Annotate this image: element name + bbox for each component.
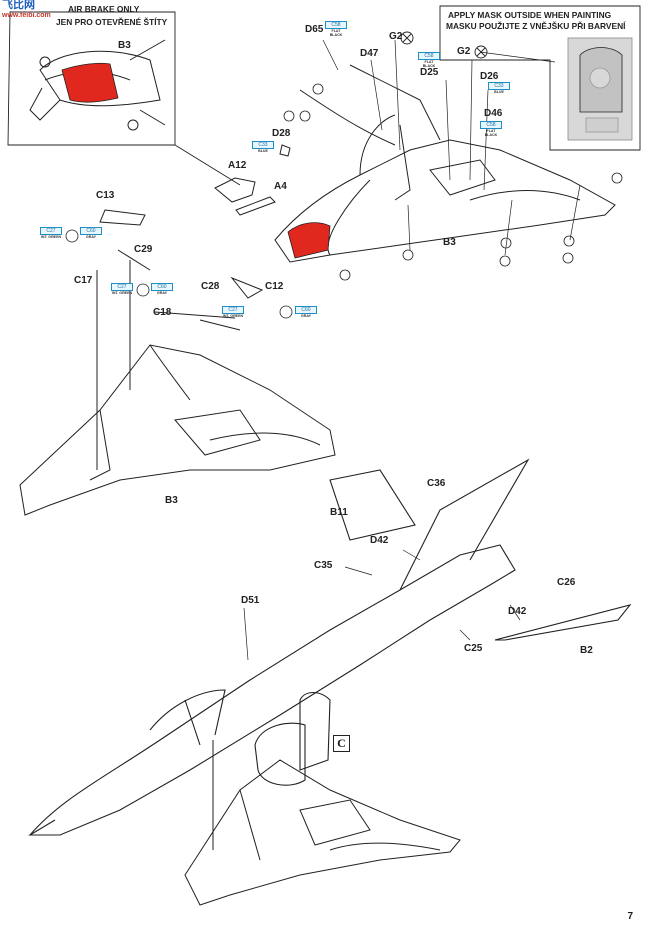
paint-callout: C27 INT. GREEN — [40, 227, 62, 239]
part-label: C26 — [557, 577, 576, 588]
paint-code: C27 — [111, 283, 133, 291]
paint-code: C27 — [40, 227, 62, 235]
inset-pointer-left — [174, 144, 241, 186]
paint-callout: C60 GRAY — [295, 306, 317, 318]
site-watermark-url: www.feibi.com — [2, 12, 51, 19]
part-label: C25 — [464, 643, 483, 654]
part-label: C28 — [201, 281, 220, 292]
paint-name: INT. GREEN — [40, 235, 62, 239]
part-label: B3 — [443, 237, 456, 248]
part-label: D42 — [370, 535, 389, 546]
wing-fuselage-upper — [274, 64, 616, 263]
paint-code: C33 — [252, 141, 274, 149]
part-label: A4 — [274, 181, 287, 192]
mask-note-line2: MASKU POUŽIJTE Z VNĚJŠKU PŘI BARVENÍ — [446, 21, 626, 31]
part-label: C13 — [96, 190, 115, 201]
part-label: C12 — [265, 281, 284, 292]
g2-star-markers — [400, 31, 488, 59]
wing-fuselage-middle — [19, 209, 336, 516]
paint-name: BLUE — [258, 149, 268, 153]
part-label: D46 — [484, 108, 503, 119]
paint-name: GRAY — [85, 235, 97, 239]
inset-airbrake-red — [61, 62, 119, 103]
paint-name: GRAY — [156, 291, 168, 295]
leader-lines — [243, 39, 581, 661]
part-label: C18 — [153, 307, 172, 318]
part-label: B2 — [580, 645, 593, 656]
part-label: D51 — [241, 595, 260, 606]
inset-frame-right — [439, 5, 641, 151]
inset-note-line1: AIR BRAKE ONLY — [68, 4, 140, 14]
paint-code: C60 — [151, 283, 173, 291]
mask-note-line1: APPLY MASK OUTSIDE WHEN PAINTING — [448, 10, 612, 20]
inset-note-line2: JEN PRO OTEVŘENÉ ŠTÍTY — [56, 17, 168, 27]
paint-code: C27 — [222, 306, 244, 314]
glue-symbols — [65, 83, 623, 319]
paint-name: FLAT BLACK — [422, 60, 436, 68]
section-marker: C — [333, 735, 350, 752]
paint-callout: C58 FLAT BLACK — [480, 121, 502, 137]
upper-intake-red — [287, 222, 331, 259]
page-number: 7 — [627, 911, 633, 922]
paint-callout: C33 BLUE — [252, 141, 274, 153]
part-label: B11 — [330, 507, 348, 518]
paint-code: C60 — [295, 306, 317, 314]
part-label: D65 — [305, 24, 324, 35]
part-label: C29 — [134, 244, 153, 255]
paint-name: FLAT BLACK — [329, 29, 343, 37]
paint-callout: C33 BLUE — [488, 82, 510, 94]
small-parts-a — [214, 144, 291, 216]
part-label: C36 — [427, 478, 446, 489]
paint-code: C33 — [488, 82, 510, 90]
paint-name: GRAY — [300, 314, 312, 318]
paint-callout: C27 INT. GREEN — [222, 306, 244, 318]
part-label: G2 — [389, 31, 403, 42]
paint-name: BLUE — [494, 90, 504, 94]
paint-name: INT. GREEN — [111, 291, 133, 295]
paint-callout: C27 INT. GREEN — [111, 283, 133, 295]
part-label: D47 — [360, 48, 379, 59]
paint-code: C58 — [325, 21, 347, 29]
paint-callout: C58 FLAT BLACK — [418, 52, 440, 68]
part-label: G2 — [457, 46, 471, 57]
paint-name: INT. GREEN — [222, 314, 244, 318]
part-label: D28 — [272, 128, 291, 139]
part-label: A12 — [228, 160, 247, 171]
canopy-mask-sheet — [567, 37, 633, 141]
part-label: B3 — [118, 40, 131, 51]
part-label: D26 — [480, 71, 499, 82]
paint-code: C60 — [80, 227, 102, 235]
part-label: C35 — [314, 560, 333, 571]
mask-pointer — [479, 51, 556, 63]
part-label: D25 — [420, 67, 439, 78]
site-watermark: 飞比网 — [2, 0, 35, 11]
part-label: C17 — [74, 275, 93, 286]
paint-callout: C60 GRAY — [80, 227, 102, 239]
paint-code: C58 — [480, 121, 502, 129]
paint-callout: C58 FLAT BLACK — [325, 21, 347, 37]
paint-code: C58 — [418, 52, 440, 60]
paint-name: FLAT BLACK — [484, 129, 498, 137]
aircraft-fuselage — [28, 458, 632, 836]
paint-callout: C60 GRAY — [151, 283, 173, 295]
wing-fuselage-lower — [184, 740, 461, 906]
part-label: D42 — [508, 606, 527, 617]
part-label: B3 — [165, 495, 178, 506]
